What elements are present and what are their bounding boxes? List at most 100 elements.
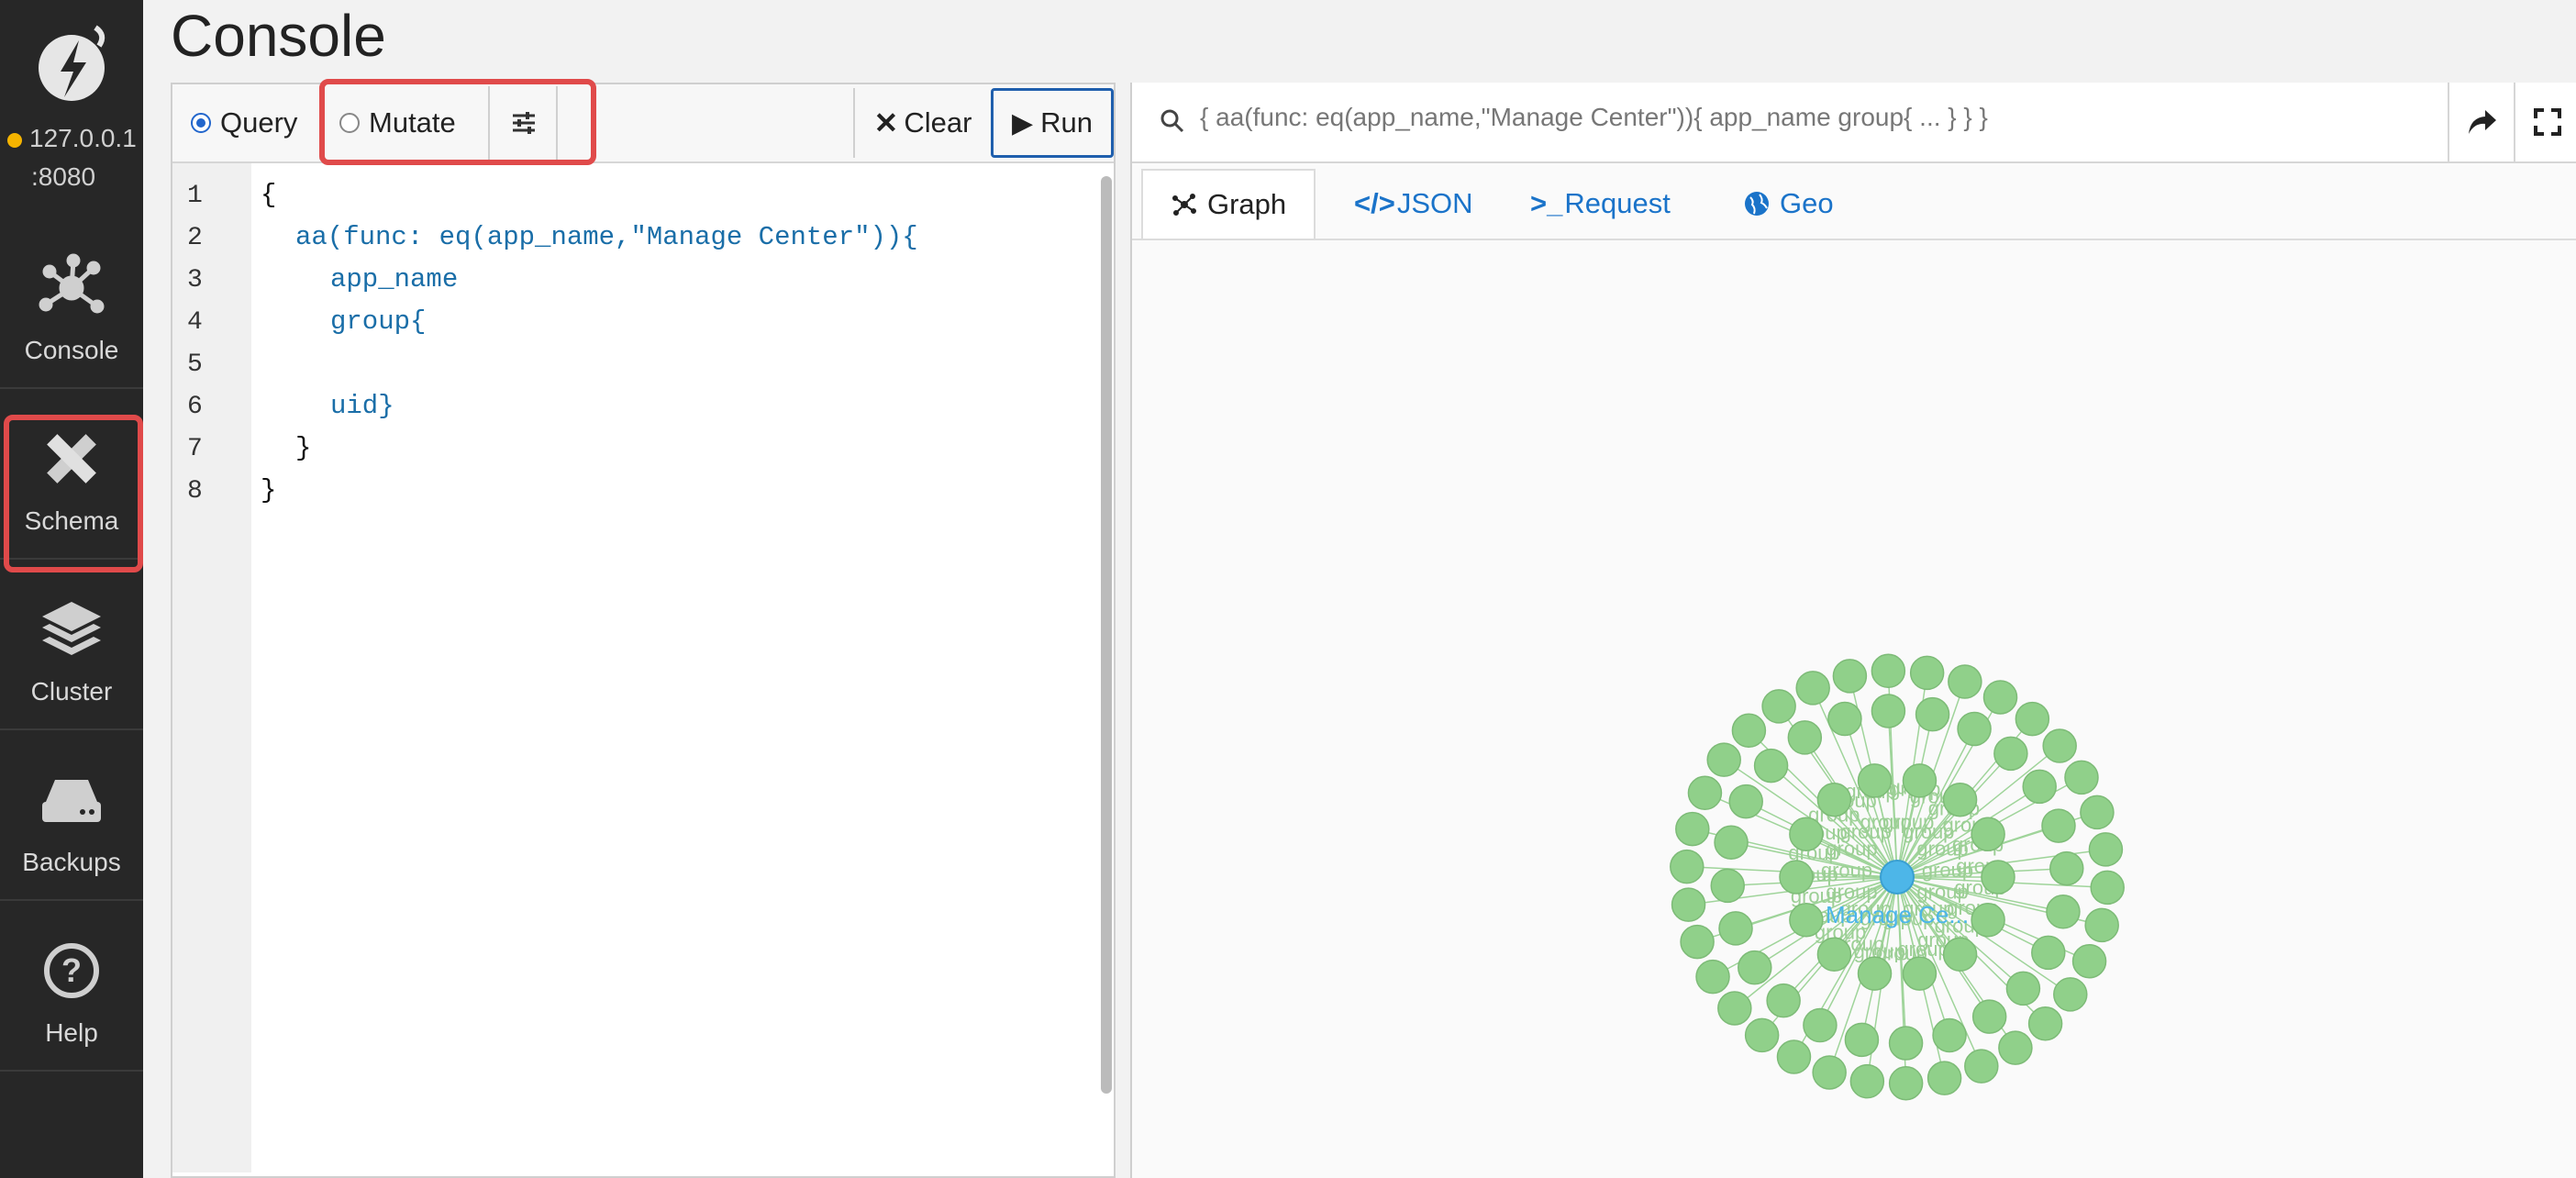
graph-leaf-node[interactable] xyxy=(1888,1026,1924,1061)
graph-leaf-node[interactable] xyxy=(1871,694,1906,728)
graph-leaf-node[interactable] xyxy=(1902,763,1938,798)
graph-leaf-node[interactable] xyxy=(1942,782,1978,817)
code-line: } xyxy=(295,433,312,463)
graph-leaf-node[interactable] xyxy=(1971,903,2005,938)
mutate-mode-radio[interactable]: Mutate xyxy=(323,86,490,160)
graph-leaf-node[interactable] xyxy=(1816,782,1852,817)
share-button[interactable] xyxy=(2448,83,2515,161)
graph-leaf-node[interactable] xyxy=(1710,868,1745,904)
graph-leaf-node[interactable] xyxy=(2064,760,2099,795)
fullscreen-button[interactable] xyxy=(2514,83,2576,161)
graph-leaf-node[interactable] xyxy=(1982,680,2018,715)
graph-leaf-node[interactable] xyxy=(1915,696,1950,732)
graph-leaf-node[interactable] xyxy=(2080,795,2115,830)
graph-leaf-node[interactable] xyxy=(1964,1049,1999,1084)
graph-leaf-node[interactable] xyxy=(2053,977,2088,1012)
graph-leaf-node[interactable] xyxy=(1981,860,2015,895)
graph-leaf-node[interactable] xyxy=(1789,817,1824,851)
graph-leaf-node[interactable] xyxy=(2015,701,2050,737)
graph-leaf-node[interactable] xyxy=(2022,769,2057,805)
graph-leaf-node[interactable] xyxy=(1803,1007,1838,1043)
line-number: 4 xyxy=(187,308,203,337)
graph-leaf-node[interactable] xyxy=(1671,887,1706,922)
graph-leaf-node[interactable] xyxy=(1718,911,1753,946)
result-tabs: Graph </> JSON >_ Request Geo xyxy=(1132,163,2576,240)
graph-leaf-node[interactable] xyxy=(1888,1065,1924,1101)
graph-leaf-node[interactable] xyxy=(2071,943,2107,979)
graph-leaf-node[interactable] xyxy=(1717,991,1752,1026)
graph-leaf-node[interactable] xyxy=(2041,808,2076,843)
graph-leaf-node[interactable] xyxy=(1832,659,1868,694)
sidebar-item-console[interactable]: Console xyxy=(0,218,143,389)
tab-geo[interactable]: Geo xyxy=(1743,169,1834,239)
graph-leaf-node[interactable] xyxy=(1670,849,1704,884)
close-icon: ✕ xyxy=(873,106,899,139)
graph-center-node[interactable] xyxy=(1880,860,1915,895)
graph-leaf-node[interactable] xyxy=(1998,1030,2033,1065)
graph-leaf-node[interactable] xyxy=(1957,711,1992,747)
editor-settings-button[interactable] xyxy=(492,86,558,160)
editor-scrollbar[interactable] xyxy=(1101,176,1112,1094)
graph-edge xyxy=(1730,841,1898,878)
graph-leaf-node[interactable] xyxy=(1816,937,1852,972)
graph-leaf-node[interactable] xyxy=(1795,671,1830,706)
terminal-icon: >_ xyxy=(1530,187,1563,219)
graph-leaf-node[interactable] xyxy=(1675,811,1710,847)
graph-edge xyxy=(1896,785,2040,878)
graph-canvas[interactable]: groupgroupgroupgroupgroupgroupgroupgroup… xyxy=(1132,240,2576,1176)
sidebar-item-cluster[interactable]: Cluster xyxy=(0,560,143,730)
graph-leaf-node[interactable] xyxy=(1971,817,2005,851)
graph-leaf-node[interactable] xyxy=(1857,956,1893,991)
graph-leaf-node[interactable] xyxy=(1971,999,2007,1034)
graph-leaf-node[interactable] xyxy=(1714,825,1749,860)
graph-leaf-node[interactable] xyxy=(1926,1061,1962,1095)
sidebar-item-backups[interactable]: Backups xyxy=(0,730,143,901)
graph-leaf-node[interactable] xyxy=(1844,1022,1880,1058)
graph-leaf-node[interactable] xyxy=(2005,971,2041,1006)
graph-leaf-node[interactable] xyxy=(1932,1017,1967,1053)
graph-leaf-node[interactable] xyxy=(2046,895,2081,929)
graph-leaf-node[interactable] xyxy=(1761,689,1796,724)
graph-leaf-node[interactable] xyxy=(1744,1017,1780,1053)
sidebar-item-schema[interactable]: Schema xyxy=(0,389,143,560)
run-button[interactable]: ▶ Run xyxy=(991,88,1114,158)
graph-leaf-node[interactable] xyxy=(1849,1063,1885,1099)
graph-leaf-node[interactable] xyxy=(2090,870,2125,906)
graph-leaf-node[interactable] xyxy=(1948,664,1982,699)
graph-leaf-node[interactable] xyxy=(2027,1006,2063,1041)
graph-leaf-node[interactable] xyxy=(1731,713,1767,749)
tab-json[interactable]: </> JSON xyxy=(1354,169,1473,239)
graph-leaf-node[interactable] xyxy=(1738,950,1772,985)
graph-leaf-node[interactable] xyxy=(1812,1055,1847,1090)
graph-leaf-node[interactable] xyxy=(1942,937,1978,972)
graph-leaf-node[interactable] xyxy=(1789,903,1824,938)
graph-leaf-node[interactable] xyxy=(1787,720,1823,755)
tab-request[interactable]: >_ Request xyxy=(1530,169,1671,239)
graph-leaf-node[interactable] xyxy=(1753,748,1789,783)
graph-leaf-node[interactable] xyxy=(1706,742,1741,777)
graph-leaf-node[interactable] xyxy=(2084,907,2119,943)
graph-leaf-node[interactable] xyxy=(1728,783,1763,819)
graph-leaf-node[interactable] xyxy=(1857,763,1893,798)
graph-leaf-node[interactable] xyxy=(2031,935,2066,971)
graph-leaf-node[interactable] xyxy=(2042,728,2077,763)
graph-leaf-node[interactable] xyxy=(1993,736,2028,772)
graph-leaf-node[interactable] xyxy=(2088,832,2124,867)
graph-leaf-node[interactable] xyxy=(1779,860,1814,895)
graph-leaf-node[interactable] xyxy=(1902,956,1938,991)
graph-leaf-node[interactable] xyxy=(2049,850,2084,886)
clear-button[interactable]: ✕ Clear xyxy=(853,88,991,158)
graph-leaf-node[interactable] xyxy=(1695,959,1730,995)
graph-leaf-node[interactable] xyxy=(1776,1039,1812,1074)
graph-leaf-node[interactable] xyxy=(1687,775,1723,811)
query-mode-radio[interactable]: Query xyxy=(172,86,321,160)
query-preview-bar[interactable]: { aa(func: eq(app_name,"Manage Center"))… xyxy=(1132,83,2576,163)
graph-leaf-node[interactable] xyxy=(1766,983,1801,1018)
graph-leaf-node[interactable] xyxy=(1871,653,1906,689)
graph-leaf-node[interactable] xyxy=(1680,924,1715,960)
graph-leaf-node[interactable] xyxy=(1827,701,1862,737)
graph-leaf-node[interactable] xyxy=(1909,655,1945,691)
dgraph-logo[interactable]: 127.0.0.1 :8080 xyxy=(0,0,143,218)
sidebar-item-help[interactable]: ? Help xyxy=(0,901,143,1072)
tab-graph[interactable]: Graph xyxy=(1141,169,1316,239)
